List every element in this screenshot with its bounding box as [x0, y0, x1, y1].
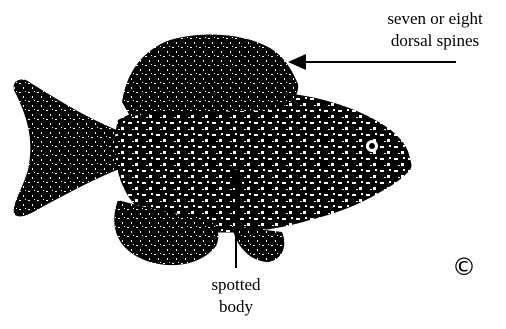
copyright-symbol: ©: [452, 254, 476, 280]
tail-fin: [14, 79, 122, 216]
dorsal-fin: [122, 34, 298, 116]
dorsal-spines-label-line2: dorsal spines: [364, 30, 506, 52]
spotted-body-label: spotted body: [188, 274, 284, 318]
spotted-body-label-line1: spotted: [188, 274, 284, 296]
pelvic-fin: [232, 226, 284, 262]
dorsal-spines-arrow: [288, 54, 456, 70]
dorsal-spines-label: seven or eight dorsal spines: [364, 8, 506, 52]
spotted-body-label-line2: body: [188, 296, 284, 318]
dorsal-spines-label-line1: seven or eight: [364, 8, 506, 30]
